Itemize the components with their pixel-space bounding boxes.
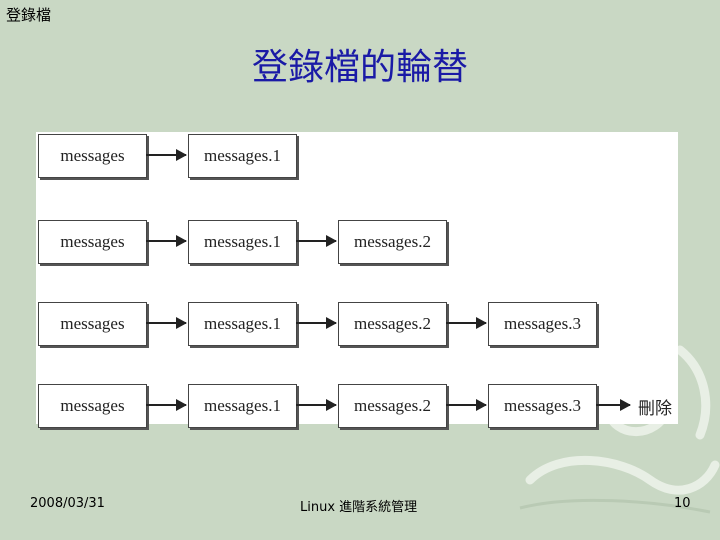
log-rotation-diagram: messages messages.1 messages messages.1 … (36, 132, 678, 428)
log-file-box: messages.2 (338, 302, 447, 346)
log-file-box: messages.2 (338, 384, 447, 428)
log-file-box: messages.3 (488, 302, 597, 346)
header-section-label: 登錄檔 (6, 6, 52, 24)
rotate-arrow (296, 399, 337, 411)
log-file-box: messages (38, 220, 147, 264)
log-file-box: messages.1 (188, 134, 297, 178)
delete-label: 刪除 (638, 399, 672, 419)
log-file-box: messages.1 (188, 384, 297, 428)
log-file-box: messages.1 (188, 220, 297, 264)
rotate-arrow (146, 399, 187, 411)
rotate-arrow (296, 235, 337, 247)
rotate-arrow (446, 399, 487, 411)
log-file-box: messages (38, 302, 147, 346)
footer-date: 2008/03/31 (30, 496, 105, 511)
log-file-box: messages.3 (488, 384, 597, 428)
log-file-box: messages.1 (188, 302, 297, 346)
delete-arrow (596, 399, 631, 411)
slide-title: 登錄檔的輪替 (251, 47, 468, 88)
rotate-arrow (146, 149, 187, 161)
log-file-box: messages (38, 134, 147, 178)
footer-course-title: Linux 進階系統管理 (300, 500, 418, 515)
rotate-arrow (146, 235, 187, 247)
log-file-box: messages (38, 384, 147, 428)
log-file-box: messages.2 (338, 220, 447, 264)
footer-page-number: 10 (674, 496, 691, 511)
rotate-arrow (446, 317, 487, 329)
rotate-arrow (296, 317, 337, 329)
rotate-arrow (146, 317, 187, 329)
